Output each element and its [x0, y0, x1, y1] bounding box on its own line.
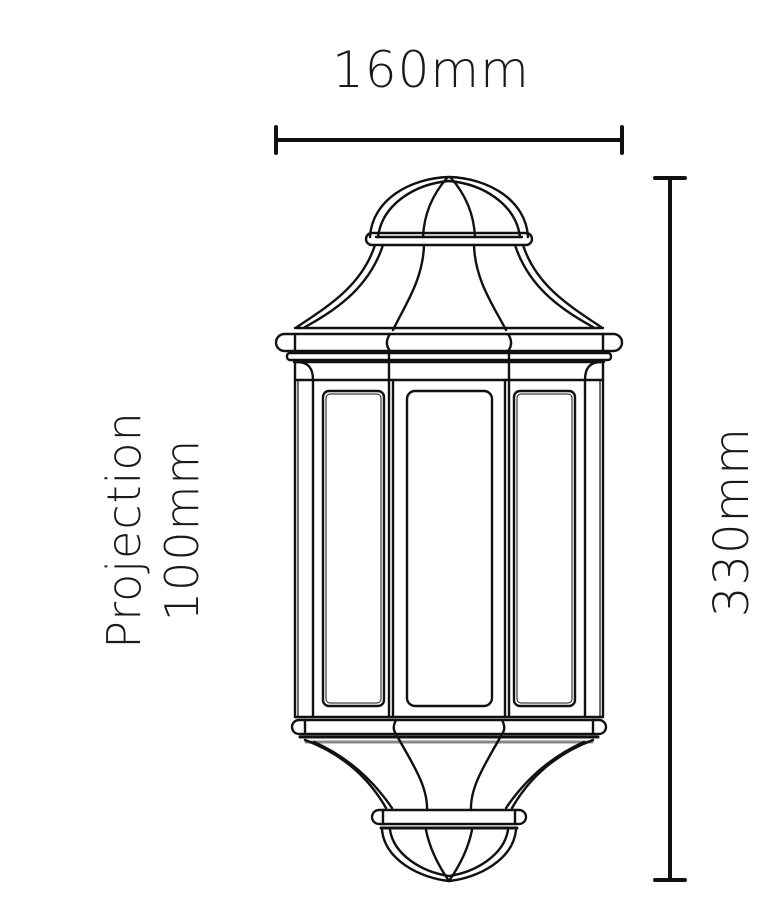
top-cornice	[274, 326, 624, 364]
lantern-outline	[274, 175, 624, 883]
roof	[295, 243, 603, 332]
projection-title: Projection	[97, 411, 151, 649]
height-value: 330mm	[704, 426, 758, 618]
center-pane	[405, 389, 494, 708]
height-dimension-label: 330mm	[690, 420, 758, 660]
width-dimension-label: 160mm	[332, 41, 530, 99]
width-dimension-line	[274, 125, 624, 155]
projection-value: 100mm	[155, 438, 209, 622]
glass-panes	[321, 389, 577, 708]
projection-dimension-label: Projection 100mm	[60, 380, 260, 680]
right-pane	[512, 389, 577, 708]
bottom-bowl	[380, 828, 518, 883]
top-dome	[364, 175, 534, 247]
lower-collar	[370, 808, 528, 830]
lower-bell	[303, 732, 595, 812]
left-pane	[321, 389, 386, 708]
height-dimension-line	[653, 176, 687, 882]
projection-label-rotated: Projection 100mm	[95, 380, 295, 680]
lower-cornice	[290, 715, 608, 744]
upper-frieze	[293, 349, 605, 382]
lantern-body	[293, 378, 605, 719]
